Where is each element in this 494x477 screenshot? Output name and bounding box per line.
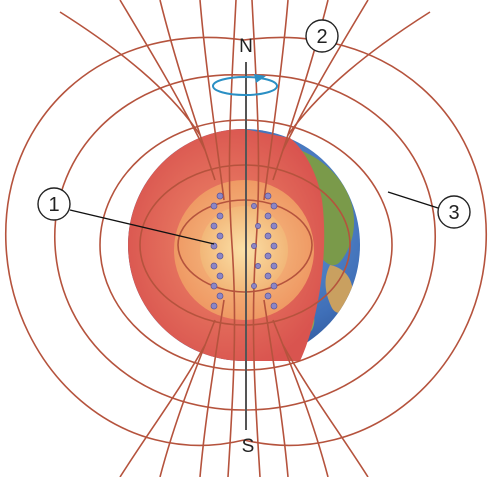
callout-3: 3 bbox=[387, 191, 471, 229]
core-current-markers bbox=[210, 192, 278, 310]
callout-1: 1 bbox=[37, 187, 215, 245]
rotation-arrow-icon bbox=[212, 74, 278, 96]
inner-core bbox=[200, 206, 288, 294]
callout-2: 2 bbox=[305, 19, 339, 53]
electron-current-icon bbox=[210, 192, 278, 310]
callout-1-number: 1 bbox=[48, 194, 59, 216]
earth-globe bbox=[128, 129, 360, 361]
callout-2-number: 2 bbox=[316, 26, 327, 48]
south-pole-label: S bbox=[242, 436, 255, 457]
north-pole-label: N bbox=[239, 36, 253, 57]
callout-3-number: 3 bbox=[448, 202, 459, 224]
